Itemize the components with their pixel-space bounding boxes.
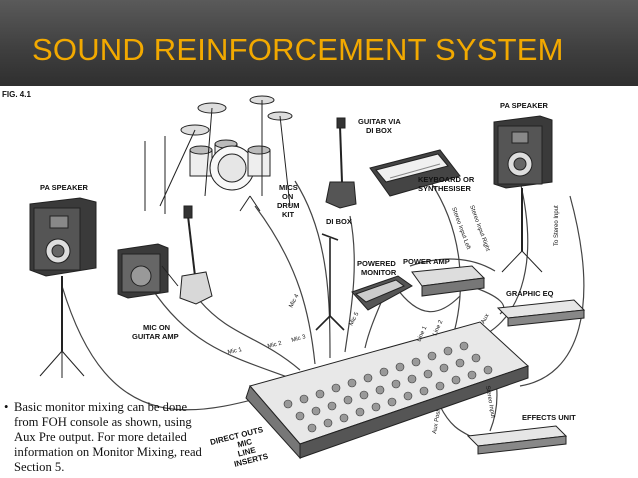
label-effects-unit: EFFECTS UNIT bbox=[522, 413, 576, 422]
guitar-amp bbox=[117, 243, 179, 299]
title-bar: SOUND REINFORCEMENT SYSTEM bbox=[0, 0, 638, 86]
sound-system-diagram: FIG. 4.1 bbox=[0, 86, 638, 478]
label-mic3: Mic 3 bbox=[291, 334, 307, 344]
label-mic-guitar-amp-1: MIC ON bbox=[143, 323, 170, 332]
svg-text:POWERED MONITOR: POWERED MONITOR bbox=[357, 259, 398, 277]
label-mic: MIC bbox=[237, 437, 254, 449]
label-stereo-input: Stereo Input bbox=[484, 385, 496, 419]
keyboard bbox=[369, 149, 461, 197]
pa-speaker-right bbox=[493, 115, 553, 273]
svg-text:GUITAR VIA DI BOX: GUITAR VIA DI BOX bbox=[358, 117, 403, 135]
electric-guitar-di bbox=[325, 117, 357, 209]
label-mic-guitar-amp-2: GUITAR AMP bbox=[132, 332, 179, 341]
vocal-mic-stand bbox=[315, 233, 345, 331]
bullet-dot: • bbox=[4, 400, 9, 414]
note-text: Basic monitor mixing can be done from FO… bbox=[14, 400, 202, 474]
label-mics-drum-4: KIT bbox=[282, 210, 295, 219]
slide-title: SOUND REINFORCEMENT SYSTEM bbox=[32, 32, 564, 67]
label-graphic-eq: GRAPHIC EQ bbox=[506, 289, 554, 298]
drum-kit bbox=[144, 95, 293, 214]
label-aux: Aux bbox=[480, 313, 490, 325]
label-mic2: Mic 2 bbox=[267, 340, 283, 349]
svg-text:MICS ON DRUM: MICS ON DRUM KIT bbox=[277, 183, 302, 219]
label-keyboard-1: KEYBOARD OR bbox=[418, 175, 475, 184]
label-powered-monitor-2: MONITOR bbox=[361, 268, 397, 277]
label-mic1: Mic 1 bbox=[227, 347, 243, 356]
bass-guitar bbox=[179, 205, 213, 305]
label-keyboard-2: SYNTHESISER bbox=[418, 184, 472, 193]
label-mics-drum-1: MICS bbox=[279, 183, 298, 192]
label-power-amp: POWER AMP bbox=[403, 257, 450, 266]
label-powered-monitor-1: POWERED bbox=[357, 259, 396, 268]
label-mics-drum-3: DRUM bbox=[277, 201, 300, 210]
label-di-box: DI BOX bbox=[326, 217, 352, 226]
graphic-eq bbox=[496, 299, 586, 327]
svg-text:MIC ON GUITAR AMP: MIC ON GUITAR AMP bbox=[132, 323, 179, 341]
label-line: LINE bbox=[237, 445, 258, 458]
mixing-console bbox=[245, 321, 529, 460]
monitor-mixing-note: • Basic monitor mixing can be done from … bbox=[4, 400, 214, 475]
label-pa-right: PA SPEAKER bbox=[500, 101, 549, 110]
power-amp bbox=[411, 265, 486, 297]
label-pa-left: PA SPEAKER bbox=[40, 183, 89, 192]
label-to-stereo-input: To Stereo Input bbox=[554, 205, 560, 246]
svg-text:KEYBOARD OR SYNTHESISER: KEYBOARD OR SYNTHESISER bbox=[418, 175, 476, 193]
label-guitar-via-1: GUITAR VIA bbox=[358, 117, 401, 126]
label-aux-post: Aux Post bbox=[432, 409, 442, 434]
label-guitar-via-2: DI BOX bbox=[366, 126, 392, 135]
fig-label: FIG. 4.1 bbox=[2, 90, 31, 99]
powered-monitor bbox=[351, 275, 413, 311]
effects-unit bbox=[466, 425, 568, 455]
pa-speaker-left bbox=[29, 197, 97, 378]
label-mics-drum-2: ON bbox=[282, 192, 293, 201]
